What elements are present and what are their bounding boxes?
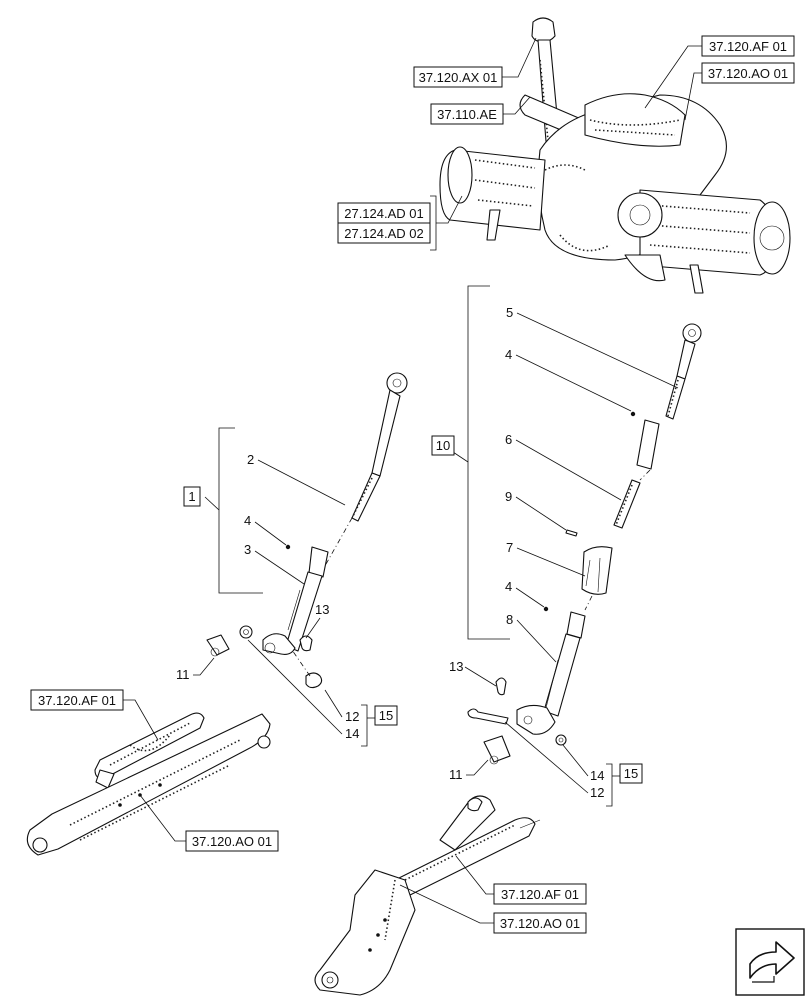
svg-text:15: 15 xyxy=(624,766,638,781)
reference-bottom-af[interactable]: 37.120.AF 01 xyxy=(493,883,587,905)
left-link-parts xyxy=(206,372,408,689)
svg-text:10: 10 xyxy=(436,438,450,453)
svg-text:6: 6 xyxy=(505,432,512,447)
right-callout-5: 5 xyxy=(506,305,679,389)
left-kit-box[interactable]: 15 xyxy=(374,705,398,726)
svg-text:3: 3 xyxy=(244,542,251,557)
svg-text:4: 4 xyxy=(505,579,512,594)
svg-text:8: 8 xyxy=(506,612,513,627)
svg-text:37.120.AX 01: 37.120.AX 01 xyxy=(419,70,498,85)
svg-text:4: 4 xyxy=(505,347,512,362)
right-callout-14: 14 xyxy=(562,744,604,783)
reference-axle-1[interactable]: 27.124.AD 01 xyxy=(337,202,431,224)
svg-text:4: 4 xyxy=(244,513,251,528)
left-group-bracket xyxy=(204,427,263,594)
right-callout-7: 7 xyxy=(506,540,586,577)
reference-top-af[interactable]: 37.120.AF 01 xyxy=(701,35,795,57)
svg-text:7: 7 xyxy=(506,540,513,555)
svg-text:37.120.AO 01: 37.120.AO 01 xyxy=(500,916,580,931)
reference-top-ao[interactable]: 37.120.AO 01 xyxy=(701,62,795,84)
svg-text:14: 14 xyxy=(590,768,604,783)
left-callout-14: 14 xyxy=(247,639,359,741)
right-callout-4a: 4 xyxy=(505,347,632,412)
left-group-box[interactable]: 1 xyxy=(183,486,201,507)
svg-text:27.124.AD 02: 27.124.AD 02 xyxy=(344,226,424,241)
svg-text:5: 5 xyxy=(506,305,513,320)
svg-text:12: 12 xyxy=(345,709,359,724)
reference-bottom-ao[interactable]: 37.120.AO 01 xyxy=(493,912,587,934)
reference-axle-2[interactable]: 27.124.AD 02 xyxy=(337,222,431,244)
left-callout-12: 12 xyxy=(324,689,359,724)
svg-text:37.120.AF 01: 37.120.AF 01 xyxy=(38,693,116,708)
right-callout-8: 8 xyxy=(506,612,557,663)
svg-text:14: 14 xyxy=(345,726,359,741)
right-link-parts xyxy=(467,323,702,765)
right-group-bracket xyxy=(452,285,510,640)
right-callout-4b: 4 xyxy=(505,579,545,608)
svg-text:37.120.AO 01: 37.120.AO 01 xyxy=(708,66,788,81)
right-callout-9: 9 xyxy=(505,489,567,531)
svg-text:11: 11 xyxy=(449,767,463,782)
svg-text:9: 9 xyxy=(505,489,512,504)
right-callout-13: 13 xyxy=(449,659,497,687)
left-callout-2: 2 xyxy=(247,452,346,506)
reference-ax[interactable]: 37.120.AX 01 xyxy=(413,66,503,88)
left-callout-11: 11 xyxy=(176,657,215,682)
reference-ae[interactable]: 37.110.AE xyxy=(430,103,504,125)
bottom-lift-arm-illustration xyxy=(314,795,541,996)
svg-text:2: 2 xyxy=(247,452,254,467)
right-callout-11: 11 xyxy=(449,759,489,782)
svg-text:11: 11 xyxy=(176,667,190,682)
right-callout-6: 6 xyxy=(505,432,622,501)
svg-text:15: 15 xyxy=(379,708,393,723)
svg-text:37.120.AF 01: 37.120.AF 01 xyxy=(709,39,787,54)
svg-text:1: 1 xyxy=(188,489,195,504)
left-lift-arm-illustration xyxy=(26,712,271,856)
next-page-arrow-icon[interactable] xyxy=(735,928,805,996)
svg-text:12: 12 xyxy=(590,785,604,800)
left-callout-3: 3 xyxy=(244,542,305,585)
svg-text:13: 13 xyxy=(315,602,329,617)
svg-text:37.120.AO 01: 37.120.AO 01 xyxy=(192,834,272,849)
svg-text:13: 13 xyxy=(449,659,463,674)
reference-left-ao[interactable]: 37.120.AO 01 xyxy=(185,830,279,852)
rear-axle-housing-illustration xyxy=(439,17,791,294)
svg-text:37.120.AF 01: 37.120.AF 01 xyxy=(501,887,579,902)
reference-left-af[interactable]: 37.120.AF 01 xyxy=(30,689,124,711)
right-kit-box[interactable]: 15 xyxy=(619,763,643,784)
left-callout-13: 13 xyxy=(305,602,329,639)
right-callout-12: 12 xyxy=(504,721,604,800)
svg-text:37.110.AE: 37.110.AE xyxy=(437,107,497,122)
left-callout-4: 4 xyxy=(244,513,287,546)
svg-text:27.124.AD 01: 27.124.AD 01 xyxy=(344,206,424,221)
right-group-box[interactable]: 10 xyxy=(431,435,455,456)
